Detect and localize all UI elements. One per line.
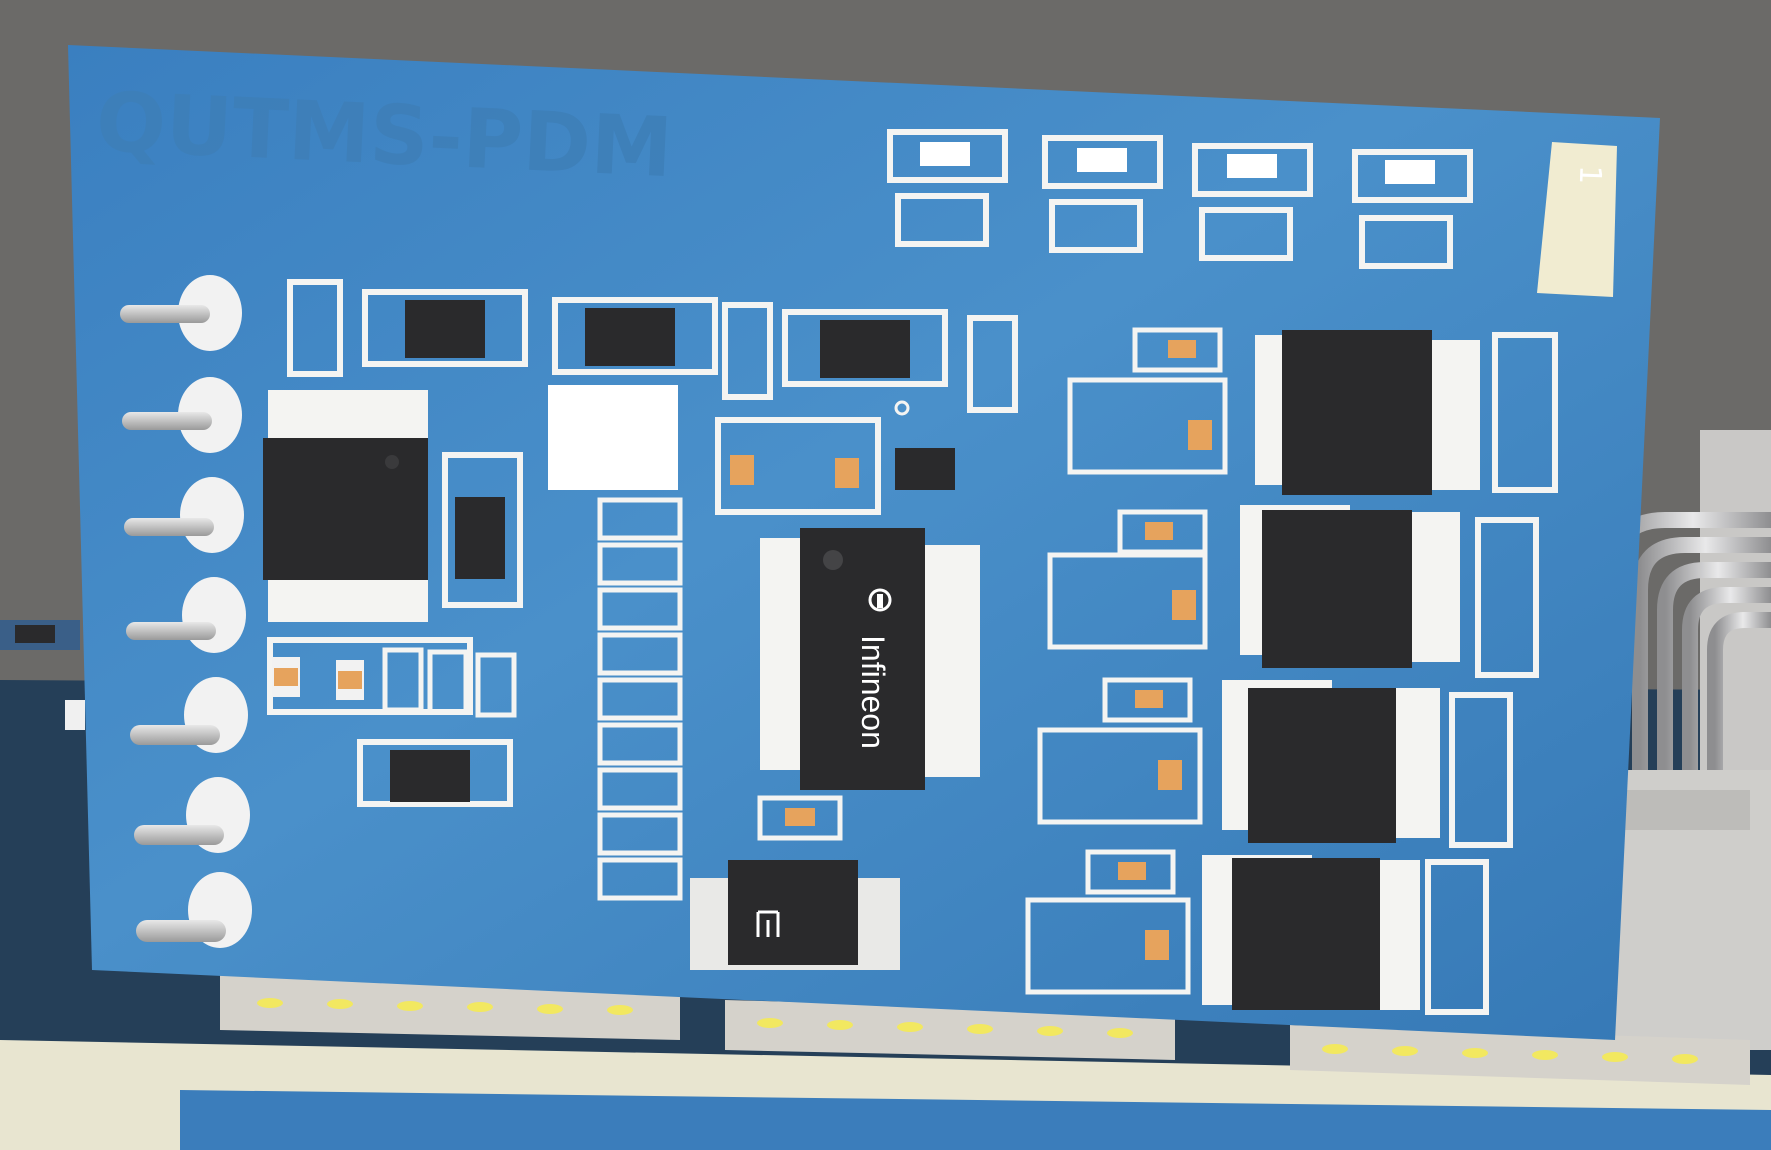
caps-center [715,400,955,515]
ic-main-infineon: Infineon [757,528,980,841]
resistor-ladder [548,385,683,901]
pin-1 [120,275,242,351]
pin-7 [136,872,252,948]
side-component [0,620,85,730]
infineon-logo-icon [868,588,892,612]
pin-5 [130,677,248,753]
diodes-top [287,279,1018,413]
pin-6 [134,777,250,853]
passives-bottom-left [267,637,517,807]
led-row [887,129,1473,269]
driver-ic-2 [1047,505,1539,678]
driver-ic-4 [1025,849,1489,1015]
led-bodies [920,142,1435,184]
pin1-label: 1 [1572,165,1608,185]
header-bottom-middle [725,1000,1175,1060]
ic-manufacturer-label: Infineon [855,635,891,749]
driver-ic-3 [1037,677,1513,848]
ic-left-tssop [263,390,428,622]
pin1-marker-block: 1 [1537,142,1617,297]
diode-vertical [442,452,523,608]
pin-2 [122,377,242,453]
header-bottom-right [1290,1025,1750,1085]
power-device-bottom [690,860,900,970]
pin-4 [126,577,246,653]
through-hole-pins [120,275,252,948]
pin-3 [124,477,244,553]
driver-ic-1 [1067,327,1558,495]
fm-logo-icon [756,910,780,937]
